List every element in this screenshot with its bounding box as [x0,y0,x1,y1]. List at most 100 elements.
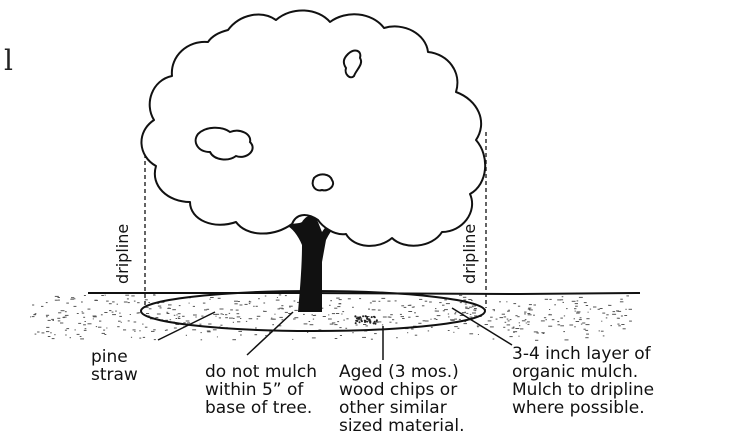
mulch-speckle [52,338,55,339]
mulch-speckle [581,324,582,325]
wood-chip-dot [364,320,366,322]
leader-do-not-mulch [247,312,293,355]
mulch-speckle [277,297,278,298]
mulch-speckle [378,321,382,322]
dripline-label-left: dripline [113,224,132,284]
mulch-speckle [371,339,373,340]
mulch-speckle [160,307,162,308]
mulch-speckle [106,328,107,329]
mulch-speckle [176,314,177,315]
mulch-speckle [256,306,258,307]
mulch-speckle [588,312,589,313]
mulch-speckle [458,328,460,329]
mulch-speckle [332,313,335,314]
mulch-speckle [292,339,293,340]
mulch-speckle [121,322,122,323]
mulch-speckle [341,314,342,315]
mulch-speckle [459,295,462,296]
mulch-speckle [490,326,494,327]
mulch-speckle [99,321,101,322]
mulch-speckle [289,306,293,307]
mulch-speckle [477,326,478,327]
mulch-speckle [374,333,377,334]
mulch-speckle [98,327,101,328]
mulch-speckle [96,326,97,327]
mulch-speckle [404,307,407,308]
mulch-speckle [55,296,59,297]
mulch-speckle [193,306,195,307]
label-organic-mulch: 3-4 inch layer of organic mulch. Mulch t… [512,345,654,417]
mulch-speckle [174,328,177,329]
mulch-speckle [470,317,473,318]
mulch-speckle [133,329,136,330]
mulch-speckle [178,313,181,314]
mulch-speckle [562,296,564,297]
mulch-speckle [490,317,493,318]
mulch-speckle [238,301,240,302]
mulch-speckle [541,332,544,333]
mulch-speckle [513,303,516,304]
mulch-speckle [65,330,67,331]
mulch-speckle [106,301,109,302]
mulch-speckle [534,331,538,332]
mulch-speckle [382,324,383,325]
mulch-speckle [579,319,582,320]
wood-chip-dot [369,321,371,323]
mulch-speckle [363,324,366,325]
mulch-speckle [395,300,397,301]
mulch-speckle [334,324,337,325]
mulch-speckle [142,324,143,325]
mulch-speckle [221,313,223,314]
mulch-speckle [510,319,512,320]
mulch-speckle [465,304,467,305]
mulch-speckle [430,319,431,320]
mulch-speckle [271,318,272,319]
label-do-not-mulch: do not mulch within 5” of base of tree. [205,363,317,417]
mulch-speckle [125,295,129,296]
mulch-speckle [293,319,296,320]
mulch-speckle [508,320,510,321]
mulch-speckle [563,331,565,332]
mulch-speckle [388,317,390,318]
mulch-speckle [519,322,520,323]
mulch-speckle [255,328,257,329]
mulch-speckle [412,307,415,308]
mulch-speckle [329,305,331,306]
mulch-speckle [234,301,238,302]
mulch-speckle [58,312,61,313]
mulch-speckle [93,318,94,319]
mulch-speckle [257,316,261,317]
mulch-speckle [130,314,131,315]
mulch-speckle [233,322,234,323]
mulch-speckle [105,295,106,296]
mulch-speckle [503,327,505,328]
mulch-speckle [32,316,35,317]
mulch-speckle [128,320,130,321]
wood-chip-dot [369,318,371,320]
mulch-speckle [544,317,546,318]
mulch-speckle [220,325,222,326]
mulch-speckle [472,313,476,314]
mulch-speckle [465,308,469,309]
mulch-speckle [500,317,504,318]
mulch-speckle [48,336,51,337]
mulch-speckle [312,337,316,338]
mulch-speckle [352,307,354,308]
mulch-speckle [610,325,612,326]
mulch-speckle [104,312,107,313]
mulch-speckle [229,313,230,314]
mulch-speckle [112,312,114,313]
mulch-speckle [474,308,477,309]
mulch-speckle [408,317,410,318]
mulch-speckle [574,308,576,309]
mulch-speckle [390,314,393,315]
mulch-speckle [629,309,632,310]
mulch-speckle [48,320,51,321]
mulch-speckle [84,295,86,296]
wood-chip-dot [366,318,368,320]
mulch-speckle [282,319,284,320]
mulch-speckle [533,315,535,316]
mulch-speckle [57,318,60,319]
mulch-speckle [112,301,115,302]
mulch-speckle [101,314,103,315]
